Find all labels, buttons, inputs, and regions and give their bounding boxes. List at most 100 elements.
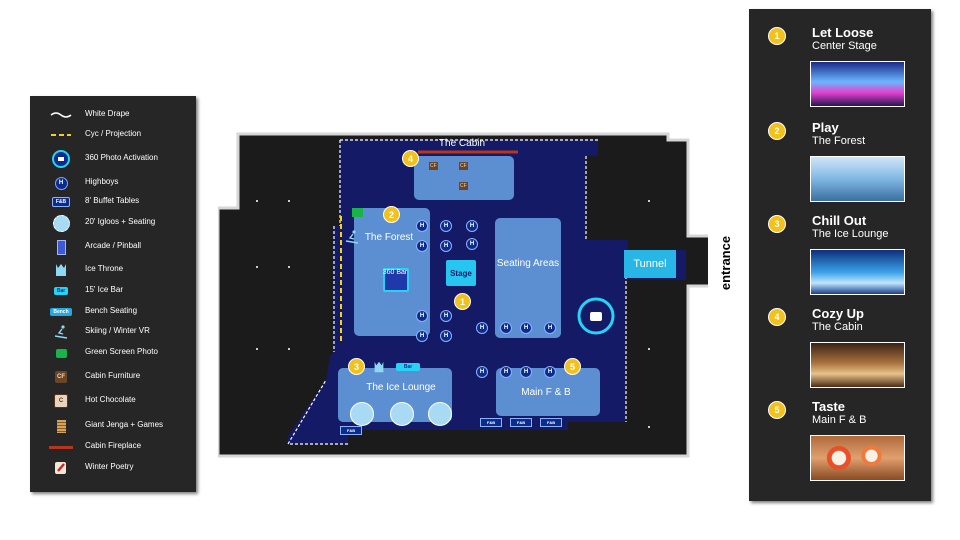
highboy: H — [416, 310, 428, 322]
activations-panel: 1 Let Loose Center Stage 2 Play The Fore… — [749, 9, 931, 501]
legend-label: 20' Igloos + Seating — [85, 217, 156, 226]
buffet-table: F&B — [480, 418, 502, 427]
seating-label: Seating Areas — [496, 258, 560, 269]
legend-label: Cyc / Projection — [85, 129, 142, 138]
legend-item-buffet: F&B 8' Buffet Tables — [30, 193, 196, 211]
bench-icon: Bench — [50, 308, 72, 316]
highboy: H — [520, 366, 532, 378]
legend-item-ice-throne: Ice Throne — [30, 261, 196, 279]
column — [288, 266, 290, 268]
igloo-icon[interactable] — [428, 402, 452, 426]
column — [256, 266, 258, 268]
highboy: H — [466, 238, 478, 250]
activation-title: Chill Out — [812, 213, 867, 228]
legend-item-cabin-furniture: CF Cabin Furniture — [30, 368, 196, 386]
marker-1[interactable]: 1 — [454, 293, 471, 310]
green-camera-icon — [352, 208, 363, 217]
marker-2[interactable]: 2 — [383, 206, 400, 223]
skier-icon — [54, 325, 68, 339]
buffet-table-icon: F&B — [51, 197, 71, 207]
ice-throne-icon — [56, 264, 66, 276]
arcade-icon — [56, 239, 66, 255]
cabin-furniture-icon: CF — [55, 371, 67, 383]
legend-label: 15' Ice Bar — [85, 285, 123, 294]
activation-number: 3 — [768, 215, 786, 233]
camera-icon[interactable] — [590, 312, 602, 321]
column — [256, 200, 258, 202]
jenga-icon — [56, 419, 66, 433]
tunnel-zone[interactable] — [624, 250, 676, 278]
legend-label: White Drape — [85, 109, 130, 118]
ice-bar-icon: Bar — [53, 287, 69, 295]
ice-lounge-photo — [810, 249, 905, 295]
activation-title: Let Loose — [812, 25, 874, 40]
winter-forest-photo — [810, 156, 905, 202]
legend-item-green-screen: Green Screen Photo — [30, 344, 196, 362]
legend-label: 360 Photo Activation — [85, 153, 158, 162]
highboy: H — [440, 310, 452, 322]
activation-title: Play — [812, 120, 839, 135]
ice-throne-icon[interactable] — [372, 360, 386, 374]
buffet-table: F&B — [510, 418, 532, 427]
legend-item-igloos: 20' Igloos + Seating — [30, 214, 196, 232]
concert-stage-photo — [810, 61, 905, 107]
legend-label: 8' Buffet Tables — [85, 196, 140, 205]
legend-item-ice-bar: Bar 15' Ice Bar — [30, 282, 196, 300]
map-legend: White Drape Cyc / Projection 360 Photo A… — [30, 96, 196, 492]
highboy: H — [416, 330, 428, 342]
fireplace-icon — [49, 445, 73, 449]
ice-lounge-label: The Ice Lounge — [366, 382, 436, 393]
highboy-icon: H — [54, 176, 68, 190]
legend-item-hot-chocolate: C Hot Chocolate — [30, 392, 196, 410]
column — [648, 426, 650, 428]
highboy: H — [466, 220, 478, 232]
activation-title: Taste — [812, 399, 845, 414]
legend-item-fireplace: Cabin Fireplace — [30, 438, 196, 456]
cabin-furniture-icon: CF — [429, 162, 438, 170]
legend-label: Green Screen Photo — [85, 347, 158, 356]
bar360-zone[interactable] — [383, 268, 409, 292]
activation-subtitle: The Forest — [812, 135, 866, 147]
hot-chocolate-icon: C — [54, 394, 68, 408]
green-camera-icon — [55, 348, 67, 358]
highboy: H — [544, 366, 556, 378]
legend-label: Bench Seating — [85, 306, 138, 315]
marker-5[interactable]: 5 — [564, 358, 581, 375]
legend-label: Arcade / Pinball — [85, 241, 142, 250]
legend-item-highboys: H Highboys — [30, 174, 196, 192]
legend-item-bench: Bench Bench Seating — [30, 303, 196, 321]
highboy: H — [440, 220, 452, 232]
stage-zone[interactable] — [446, 260, 476, 286]
sushi-photo — [810, 435, 905, 481]
cabin-label: The Cabin — [438, 138, 486, 149]
legend-item-winter-poetry: Winter Poetry — [30, 459, 196, 477]
buffet-table: F&B — [340, 426, 362, 435]
activation-subtitle: The Ice Lounge — [812, 228, 889, 240]
activation-number: 4 — [768, 308, 786, 326]
legend-label: Giant Jenga + Games — [85, 420, 164, 429]
legend-item-jenga: Giant Jenga + Games — [30, 417, 196, 435]
cyc-projection-icon — [51, 134, 71, 136]
buffet-table: F&B — [540, 418, 562, 427]
activation-subtitle: Center Stage — [812, 40, 877, 52]
ice-bar[interactable]: Bar — [396, 363, 420, 371]
activation-subtitle: Main F & B — [812, 414, 867, 426]
highboy: H — [544, 322, 556, 334]
highboy: H — [500, 366, 512, 378]
highboy: H — [500, 322, 512, 334]
highboy: H — [416, 220, 428, 232]
tunnel-label: Tunnel — [633, 258, 667, 270]
igloo-icon[interactable] — [390, 402, 414, 426]
marker-3[interactable]: 3 — [348, 358, 365, 375]
activation-number: 2 — [768, 122, 786, 140]
legend-label: Cabin Furniture — [85, 371, 141, 380]
highboy: H — [440, 240, 452, 252]
marker-4[interactable]: 4 — [402, 150, 419, 167]
legend-label: Ice Throne — [85, 264, 124, 273]
igloo-icon[interactable] — [350, 402, 374, 426]
seating-zone[interactable] — [495, 218, 561, 338]
legend-label: Hot Chocolate — [85, 395, 136, 404]
column — [648, 200, 650, 202]
highboy: H — [416, 240, 428, 252]
highboy: H — [476, 366, 488, 378]
